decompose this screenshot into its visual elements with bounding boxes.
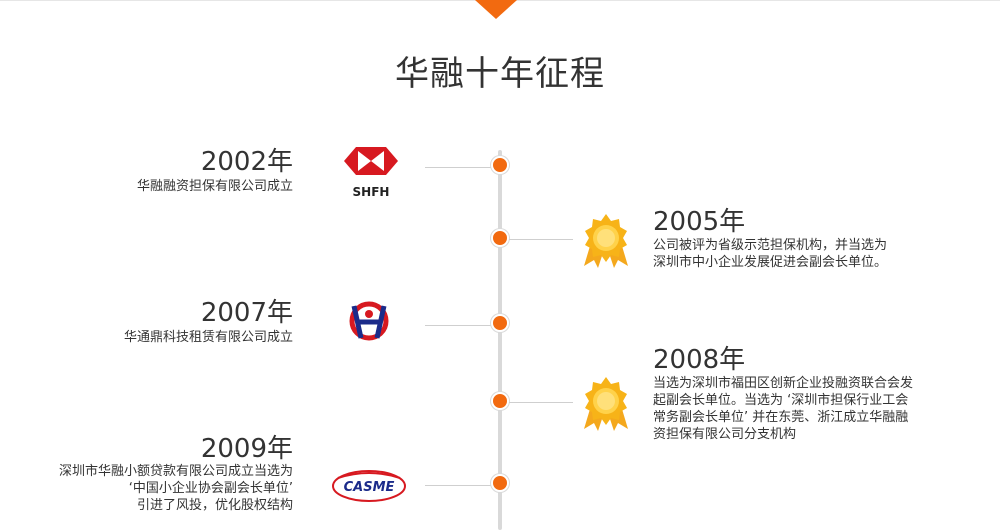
timeline-dot <box>491 314 509 332</box>
timeline-dot <box>491 229 509 247</box>
event-description: 当选为深圳市福田区创新企业投融资联合会发 起副会长单位。当选为 ‘深圳市担保行业… <box>653 376 914 442</box>
casme-logo: CASME <box>330 466 408 506</box>
shfh-logo-text: SHFH <box>353 185 390 199</box>
timeline-dot <box>491 392 509 410</box>
timeline-dot <box>491 156 509 174</box>
shfh-logo: SHFH <box>340 145 402 201</box>
event-year: 2002年 <box>200 147 293 177</box>
down-arrow-icon <box>475 0 517 19</box>
page-title: 华融十年征程 <box>395 54 605 94</box>
huatong-logo <box>346 298 392 344</box>
event-connector <box>425 167 493 168</box>
event-connector <box>509 239 573 240</box>
event-year: 2007年 <box>200 298 293 328</box>
gold-medal-icon <box>580 212 632 270</box>
timeline-axis <box>498 150 502 530</box>
timeline-dot <box>491 474 509 492</box>
casme-logo-text: CASME <box>344 480 395 495</box>
event-year: 2005年 <box>653 207 746 237</box>
event-year: 2008年 <box>653 345 746 375</box>
event-connector <box>425 325 493 326</box>
gold-medal-icon <box>580 375 632 433</box>
event-connector <box>509 402 573 403</box>
event-description: 华融融资担保有限公司成立 <box>136 179 293 194</box>
event-year: 2009年 <box>200 434 293 464</box>
event-connector <box>425 485 493 486</box>
event-description: 深圳市华融小额贷款有限公司成立当选为 ‘中国小企业协会副会长单位’ 引进了风投，… <box>58 464 293 513</box>
event-description: 华通鼎科技租赁有限公司成立 <box>123 330 293 345</box>
event-description: 公司被评为省级示范担保机构，并当选为 深圳市中小企业发展促进会副会长单位。 <box>653 238 888 270</box>
